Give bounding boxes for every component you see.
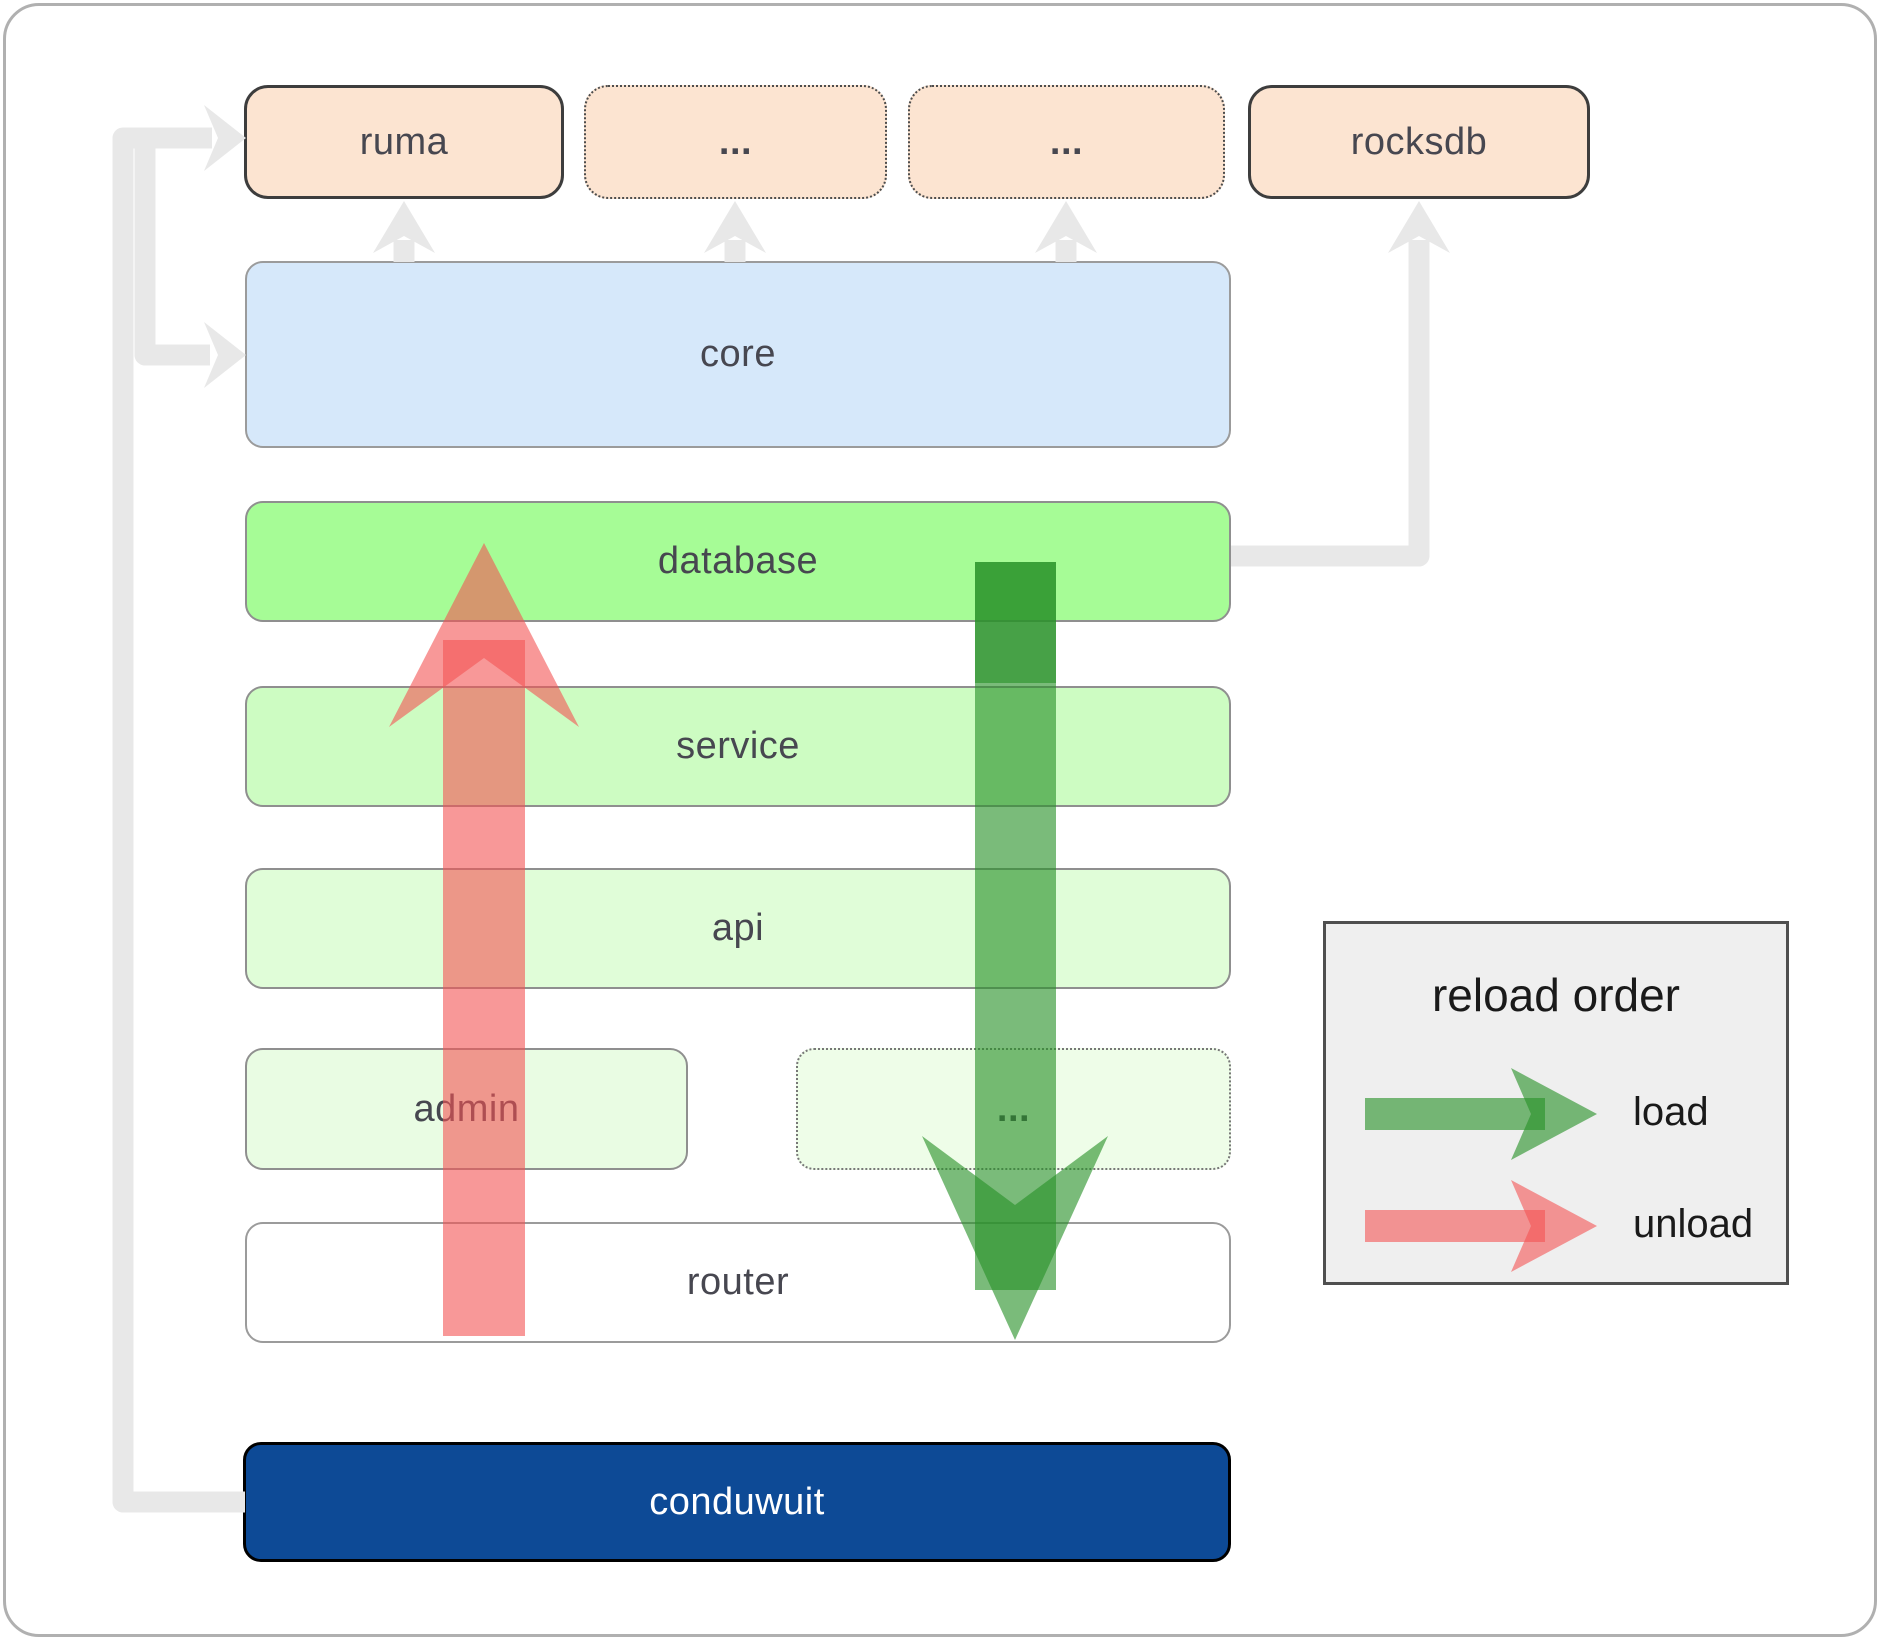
ruma-arrowhead-icon — [204, 105, 246, 171]
database-to-rocksdb-connector — [1231, 240, 1430, 567]
legend-load-arrowhead-icon — [1511, 1068, 1597, 1160]
outer-border — [3, 3, 1877, 1637]
conduwuit-to-ruma-connector — [112, 127, 245, 1513]
node-core-label: core — [700, 333, 776, 375]
node-extra-top-1: ... — [584, 85, 887, 199]
node-rocksdb: rocksdb — [1248, 85, 1590, 199]
node-core: core — [245, 261, 1231, 448]
legend-load-arrow-shaft — [1365, 1098, 1545, 1130]
up-arrowhead-icon — [373, 201, 435, 253]
legend-unload-label: unload — [1633, 1201, 1754, 1246]
node-database-label: database — [657, 540, 819, 582]
node-router-label: router — [686, 1261, 790, 1303]
load-arrow-shaft — [975, 562, 1056, 1290]
legend-load-label: load — [1633, 1089, 1709, 1134]
node-extra-top-1-label: ... — [718, 120, 753, 163]
node-ruma: ruma — [244, 85, 564, 199]
legend-unload-arrowhead-icon — [1511, 1180, 1597, 1272]
legend: reload order load unload — [1323, 921, 1789, 1285]
up-arrowhead-icon — [1035, 201, 1097, 253]
conduwuit-to-core-connector — [134, 146, 210, 366]
legend-load-arrow-icon — [1365, 1068, 1597, 1160]
node-extra-top-2-label: ... — [1049, 120, 1084, 163]
legend-unload-arrow-icon — [1365, 1180, 1597, 1272]
node-ruma-label: ruma — [359, 120, 449, 163]
rocksdb-arrowhead-icon — [1388, 201, 1450, 253]
node-api-label: api — [711, 907, 765, 949]
node-conduwuit: conduwuit — [243, 1442, 1231, 1562]
node-database: database — [245, 501, 1231, 622]
load-arrow-start-overlap — [975, 562, 1056, 683]
node-extra-top-2: ... — [908, 85, 1225, 199]
node-conduwuit-label: conduwuit — [649, 1480, 825, 1523]
unload-arrow — [389, 543, 579, 1336]
node-router: router — [245, 1222, 1231, 1343]
unload-arrowhead-icon — [389, 543, 579, 727]
legend-unload-arrow-shaft — [1365, 1210, 1545, 1242]
node-api: api — [245, 868, 1231, 989]
core-arrowhead-icon — [204, 322, 246, 388]
dependency-connectors — [112, 105, 1450, 1513]
node-rocksdb-label: rocksdb — [1350, 120, 1488, 163]
unload-arrow-shaft — [443, 640, 525, 1336]
node-service-label: service — [676, 725, 800, 767]
legend-title: reload order — [1431, 969, 1681, 1021]
up-arrowhead-icon — [704, 201, 766, 253]
load-arrowhead-icon — [922, 1136, 1108, 1340]
load-arrow — [922, 562, 1108, 1340]
